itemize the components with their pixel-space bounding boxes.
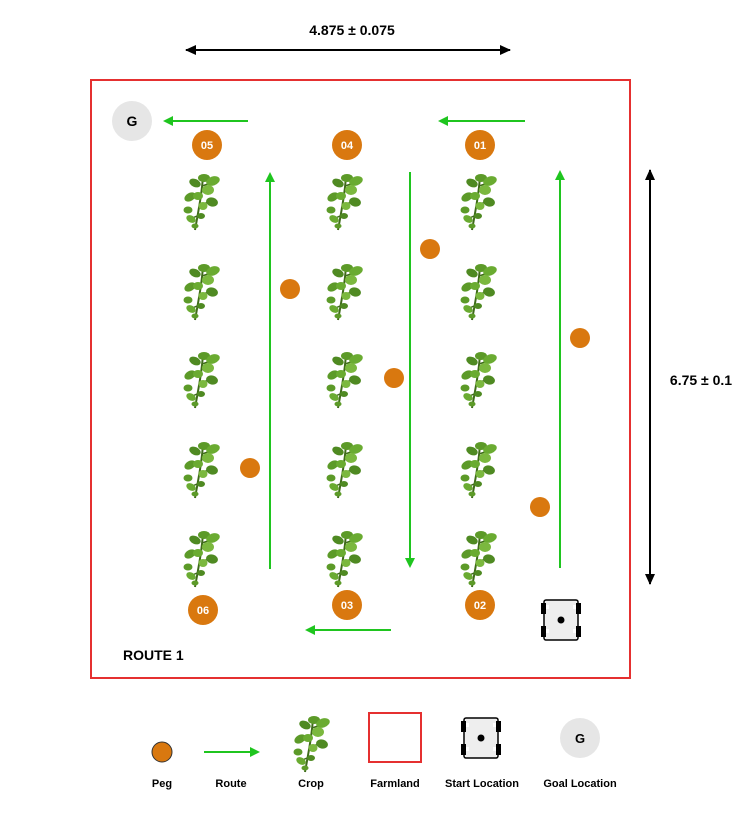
crop bbox=[458, 263, 500, 321]
pegs bbox=[240, 239, 590, 517]
numbered-pegs: 01 02 03 04 05 06 bbox=[188, 130, 495, 625]
crop bbox=[458, 530, 500, 588]
peg-number: 01 bbox=[474, 140, 486, 152]
numbered-peg-01: 01 bbox=[465, 130, 495, 160]
goal-circle-icon bbox=[112, 101, 152, 141]
numbered-peg-05: 05 bbox=[192, 130, 222, 160]
numbered-peg-06: 06 bbox=[188, 595, 218, 625]
peg bbox=[280, 279, 300, 299]
robot-icon bbox=[460, 717, 502, 759]
legend-goal: G Goal Location bbox=[543, 718, 617, 790]
legend-farmland-label: Farmland bbox=[370, 778, 420, 790]
legend-goal-symbol: G bbox=[575, 731, 585, 746]
route-arrows bbox=[163, 116, 565, 635]
route-label: ROUTE 1 bbox=[123, 647, 184, 663]
peg-number: 05 bbox=[201, 140, 213, 152]
height-dimension-label: 6.75 ± 0.1 bbox=[670, 372, 732, 388]
tomato-plant-icon bbox=[291, 715, 333, 773]
numbered-peg-04: 04 bbox=[332, 130, 362, 160]
robot-icon bbox=[540, 599, 582, 641]
legend-goal-label: Goal Location bbox=[543, 778, 617, 790]
legend-farmland: Farmland bbox=[368, 712, 422, 790]
legend: Peg Route Crop Farmland Start Location G… bbox=[151, 712, 617, 790]
goal-label: G bbox=[127, 113, 138, 129]
width-dimension-label: 4.875 ± 0.075 bbox=[309, 22, 395, 38]
farmland-border bbox=[90, 79, 631, 679]
legend-start-label: Start Location bbox=[445, 778, 519, 790]
goal-location: G bbox=[112, 101, 152, 141]
crop-grid bbox=[181, 173, 500, 588]
legend-peg-label: Peg bbox=[152, 778, 172, 790]
legend-peg: Peg bbox=[151, 741, 173, 790]
crop bbox=[458, 173, 500, 231]
crop bbox=[324, 441, 366, 499]
legend-route: Route bbox=[204, 747, 260, 790]
peg-number: 02 bbox=[474, 600, 486, 612]
peg bbox=[530, 497, 550, 517]
crop bbox=[181, 441, 223, 499]
crop bbox=[324, 351, 366, 409]
peg bbox=[570, 328, 590, 348]
farmland-icon bbox=[368, 712, 422, 763]
crop bbox=[181, 263, 223, 321]
peg bbox=[240, 458, 260, 478]
crop bbox=[181, 530, 223, 588]
crop bbox=[181, 351, 223, 409]
legend-crop-label: Crop bbox=[298, 778, 324, 790]
legend-route-label: Route bbox=[215, 778, 246, 790]
goal-circle-icon bbox=[560, 718, 600, 758]
crop bbox=[458, 441, 500, 499]
crop bbox=[458, 351, 500, 409]
numbered-peg-02: 02 bbox=[465, 590, 495, 620]
crop bbox=[324, 173, 366, 231]
peg-number: 04 bbox=[341, 140, 354, 152]
crop bbox=[324, 263, 366, 321]
crop bbox=[181, 173, 223, 231]
peg-number: 03 bbox=[341, 600, 353, 612]
legend-crop: Crop bbox=[291, 715, 333, 790]
peg-number: 06 bbox=[197, 605, 209, 617]
peg bbox=[420, 239, 440, 259]
peg bbox=[384, 368, 404, 388]
peg-icon bbox=[151, 741, 173, 763]
numbered-peg-03: 03 bbox=[332, 590, 362, 620]
legend-start: Start Location bbox=[445, 717, 519, 790]
crop bbox=[324, 530, 366, 588]
